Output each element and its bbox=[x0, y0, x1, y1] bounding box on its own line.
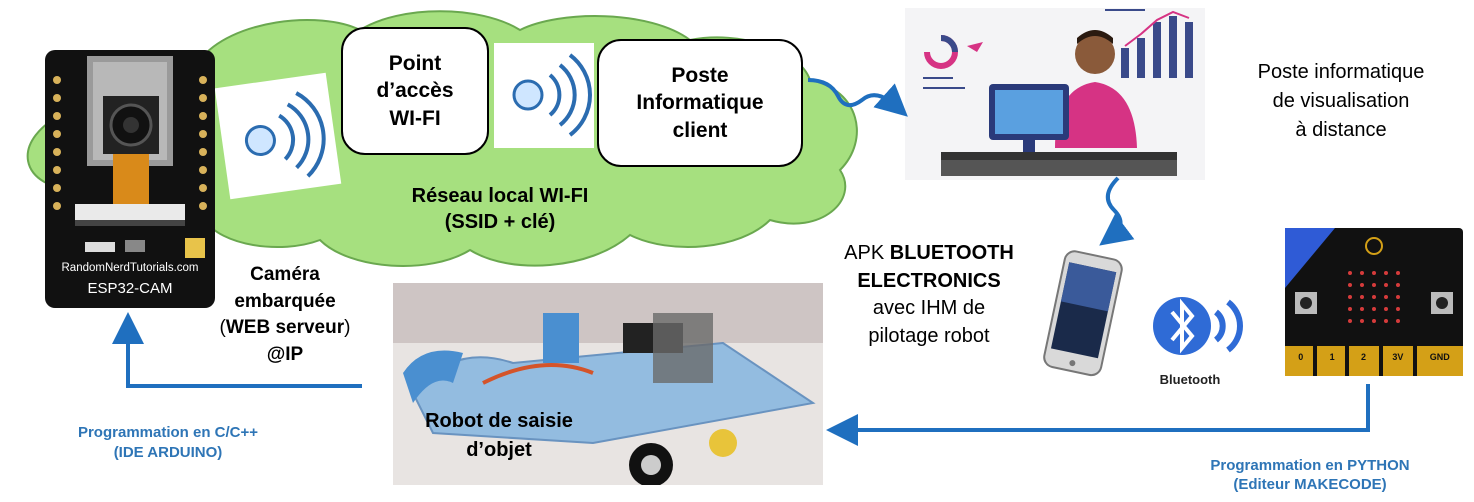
wavy-arrow-remote-phone bbox=[1099, 176, 1135, 246]
pin-2: 2 bbox=[1360, 352, 1366, 362]
apk-bluetooth: BLUETOOTH bbox=[889, 242, 1014, 264]
wifi-icon bbox=[214, 72, 342, 200]
microbit-pin-labels: 0 1 2 3V GND bbox=[1285, 352, 1463, 362]
camera-line2: embarquée bbox=[234, 290, 336, 312]
remote-station-label: Poste informatique de visualisation à di… bbox=[1257, 61, 1425, 141]
esp32-model-text: ESP32-CAM bbox=[87, 280, 173, 297]
apk-prefix: APK bbox=[844, 242, 890, 264]
apk-line1: APK BLUETOOTH bbox=[818, 240, 1040, 268]
pin-1: 1 bbox=[1329, 352, 1335, 362]
esp32-brand-text: RandomNerdTutorials.com bbox=[61, 262, 199, 274]
person-computer-icon bbox=[905, 8, 1205, 180]
camera-server-line: (WEB serveur) bbox=[196, 315, 374, 342]
pie-chart-icon bbox=[924, 35, 983, 69]
bluetooth-icon bbox=[1150, 292, 1250, 362]
microbit-board: 0 1 2 3V GND bbox=[1285, 228, 1463, 376]
pin-0: 0 bbox=[1298, 352, 1304, 362]
wifi-icon bbox=[494, 43, 594, 148]
pin-3v: 3V bbox=[1392, 352, 1404, 362]
apk-rest: avec IHM de pilotage robot bbox=[868, 297, 990, 347]
esp32-cam-board: RandomNerdTutorials.com ESP32-CAM bbox=[45, 50, 215, 308]
web-server-text: WEB serveur bbox=[225, 317, 345, 339]
arrow-programming-python bbox=[826, 384, 1370, 446]
bar-chart-icon bbox=[1121, 10, 1193, 78]
apk-label: APK BLUETOOTH ELECTRONICS avec IHM de pi… bbox=[818, 240, 1040, 350]
programming-python-label: Programmation en PYTHON (Editeur MAKECOD… bbox=[1210, 457, 1410, 493]
camera-label: Caméra embarquée (WEB serveur) @IP bbox=[196, 262, 374, 368]
pin-gnd: GND bbox=[1429, 352, 1450, 362]
apk-electronics: ELECTRONICS bbox=[857, 269, 1001, 292]
smartphone-icon bbox=[1032, 248, 1132, 378]
camera-line1: Caméra bbox=[250, 264, 320, 285]
lan-label: Réseau local WI-FI (SSID + clé) bbox=[411, 185, 589, 233]
paren-close: ) bbox=[344, 317, 351, 339]
camera-ip: @IP bbox=[266, 343, 304, 365]
access-point-node: Point d’accès WI-FI bbox=[341, 27, 489, 155]
client-station-node: Poste Informatique client bbox=[597, 39, 803, 167]
robot-label: Robot de saisie d’objet bbox=[425, 410, 573, 461]
programming-c-label: Programmation en C/C++ (IDE ARDUINO) bbox=[77, 424, 259, 462]
bluetooth-label: Bluetooth bbox=[1159, 372, 1221, 387]
paren-open: ( bbox=[219, 317, 226, 339]
robot-photo: Robot de saisie d’objet bbox=[393, 283, 823, 487]
